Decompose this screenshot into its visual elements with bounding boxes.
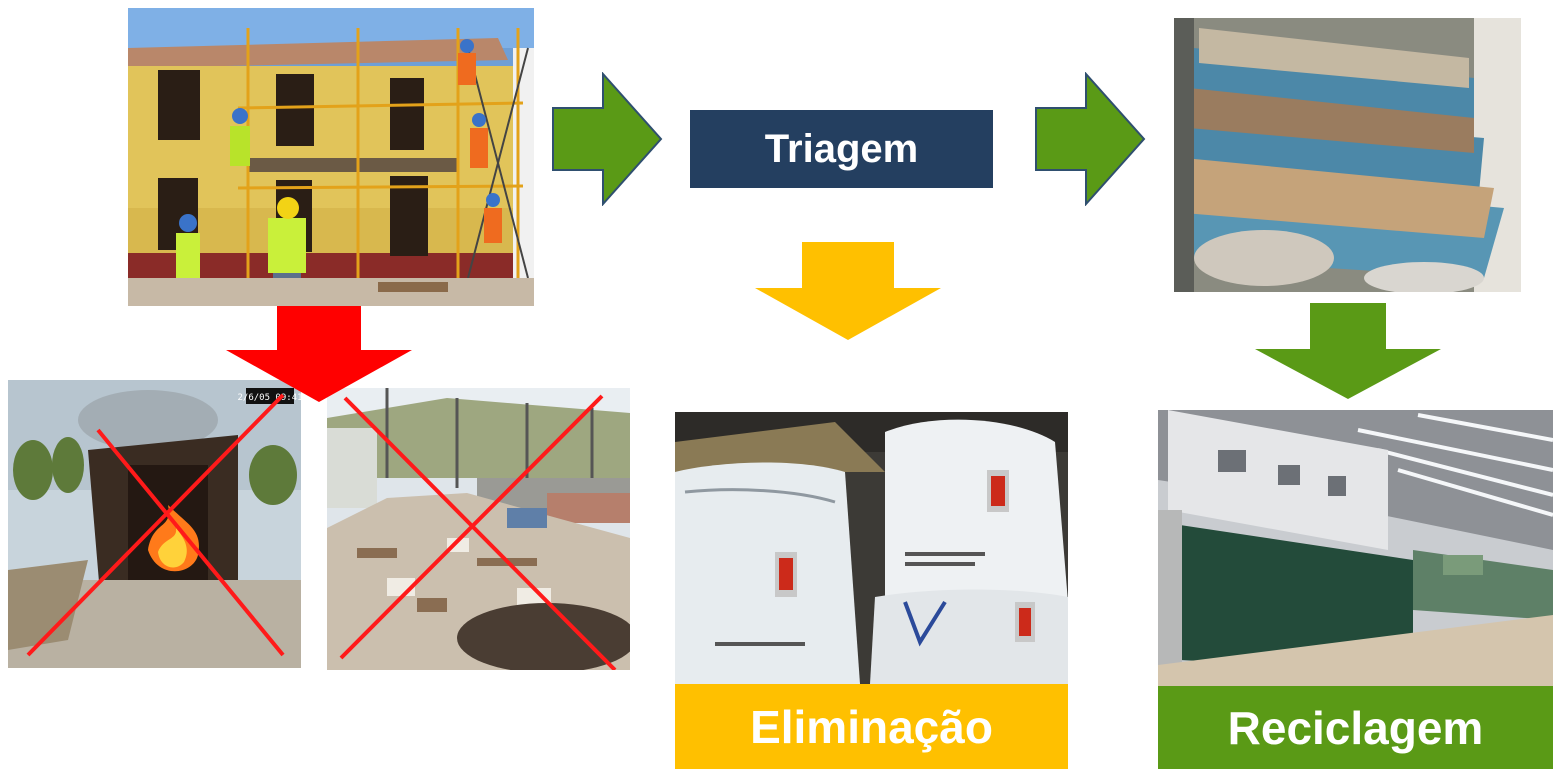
reciclagem-label: Reciclagem — [1158, 686, 1553, 769]
hazardous-bags-photo — [675, 412, 1068, 684]
arrow-down-icon — [226, 306, 412, 402]
eliminacao-text: Eliminação — [750, 700, 993, 753]
arrow-down-icon — [755, 242, 941, 340]
timestamp-text: 2/6/05 09:41 — [237, 393, 301, 403]
reciclagem-text: Reciclagem — [1227, 701, 1484, 754]
eliminacao-label: Eliminação — [675, 684, 1068, 769]
sorted-containers-photo — [1174, 18, 1521, 292]
cross-out-icon — [327, 388, 630, 672]
recycling-plant-photo — [1158, 410, 1553, 686]
demolition-site-photo — [128, 8, 534, 306]
arrow-right-icon — [1034, 72, 1146, 206]
triagem-text: Triagem — [764, 126, 919, 171]
arrow-right-icon — [551, 72, 663, 206]
arrow-down-icon — [1255, 303, 1441, 399]
triagem-label: Triagem — [690, 110, 993, 188]
illegal-dump-photo — [327, 388, 630, 670]
burning-waste-photo: 2/6/05 09:41 — [8, 380, 301, 668]
cross-out-icon — [8, 380, 301, 668]
